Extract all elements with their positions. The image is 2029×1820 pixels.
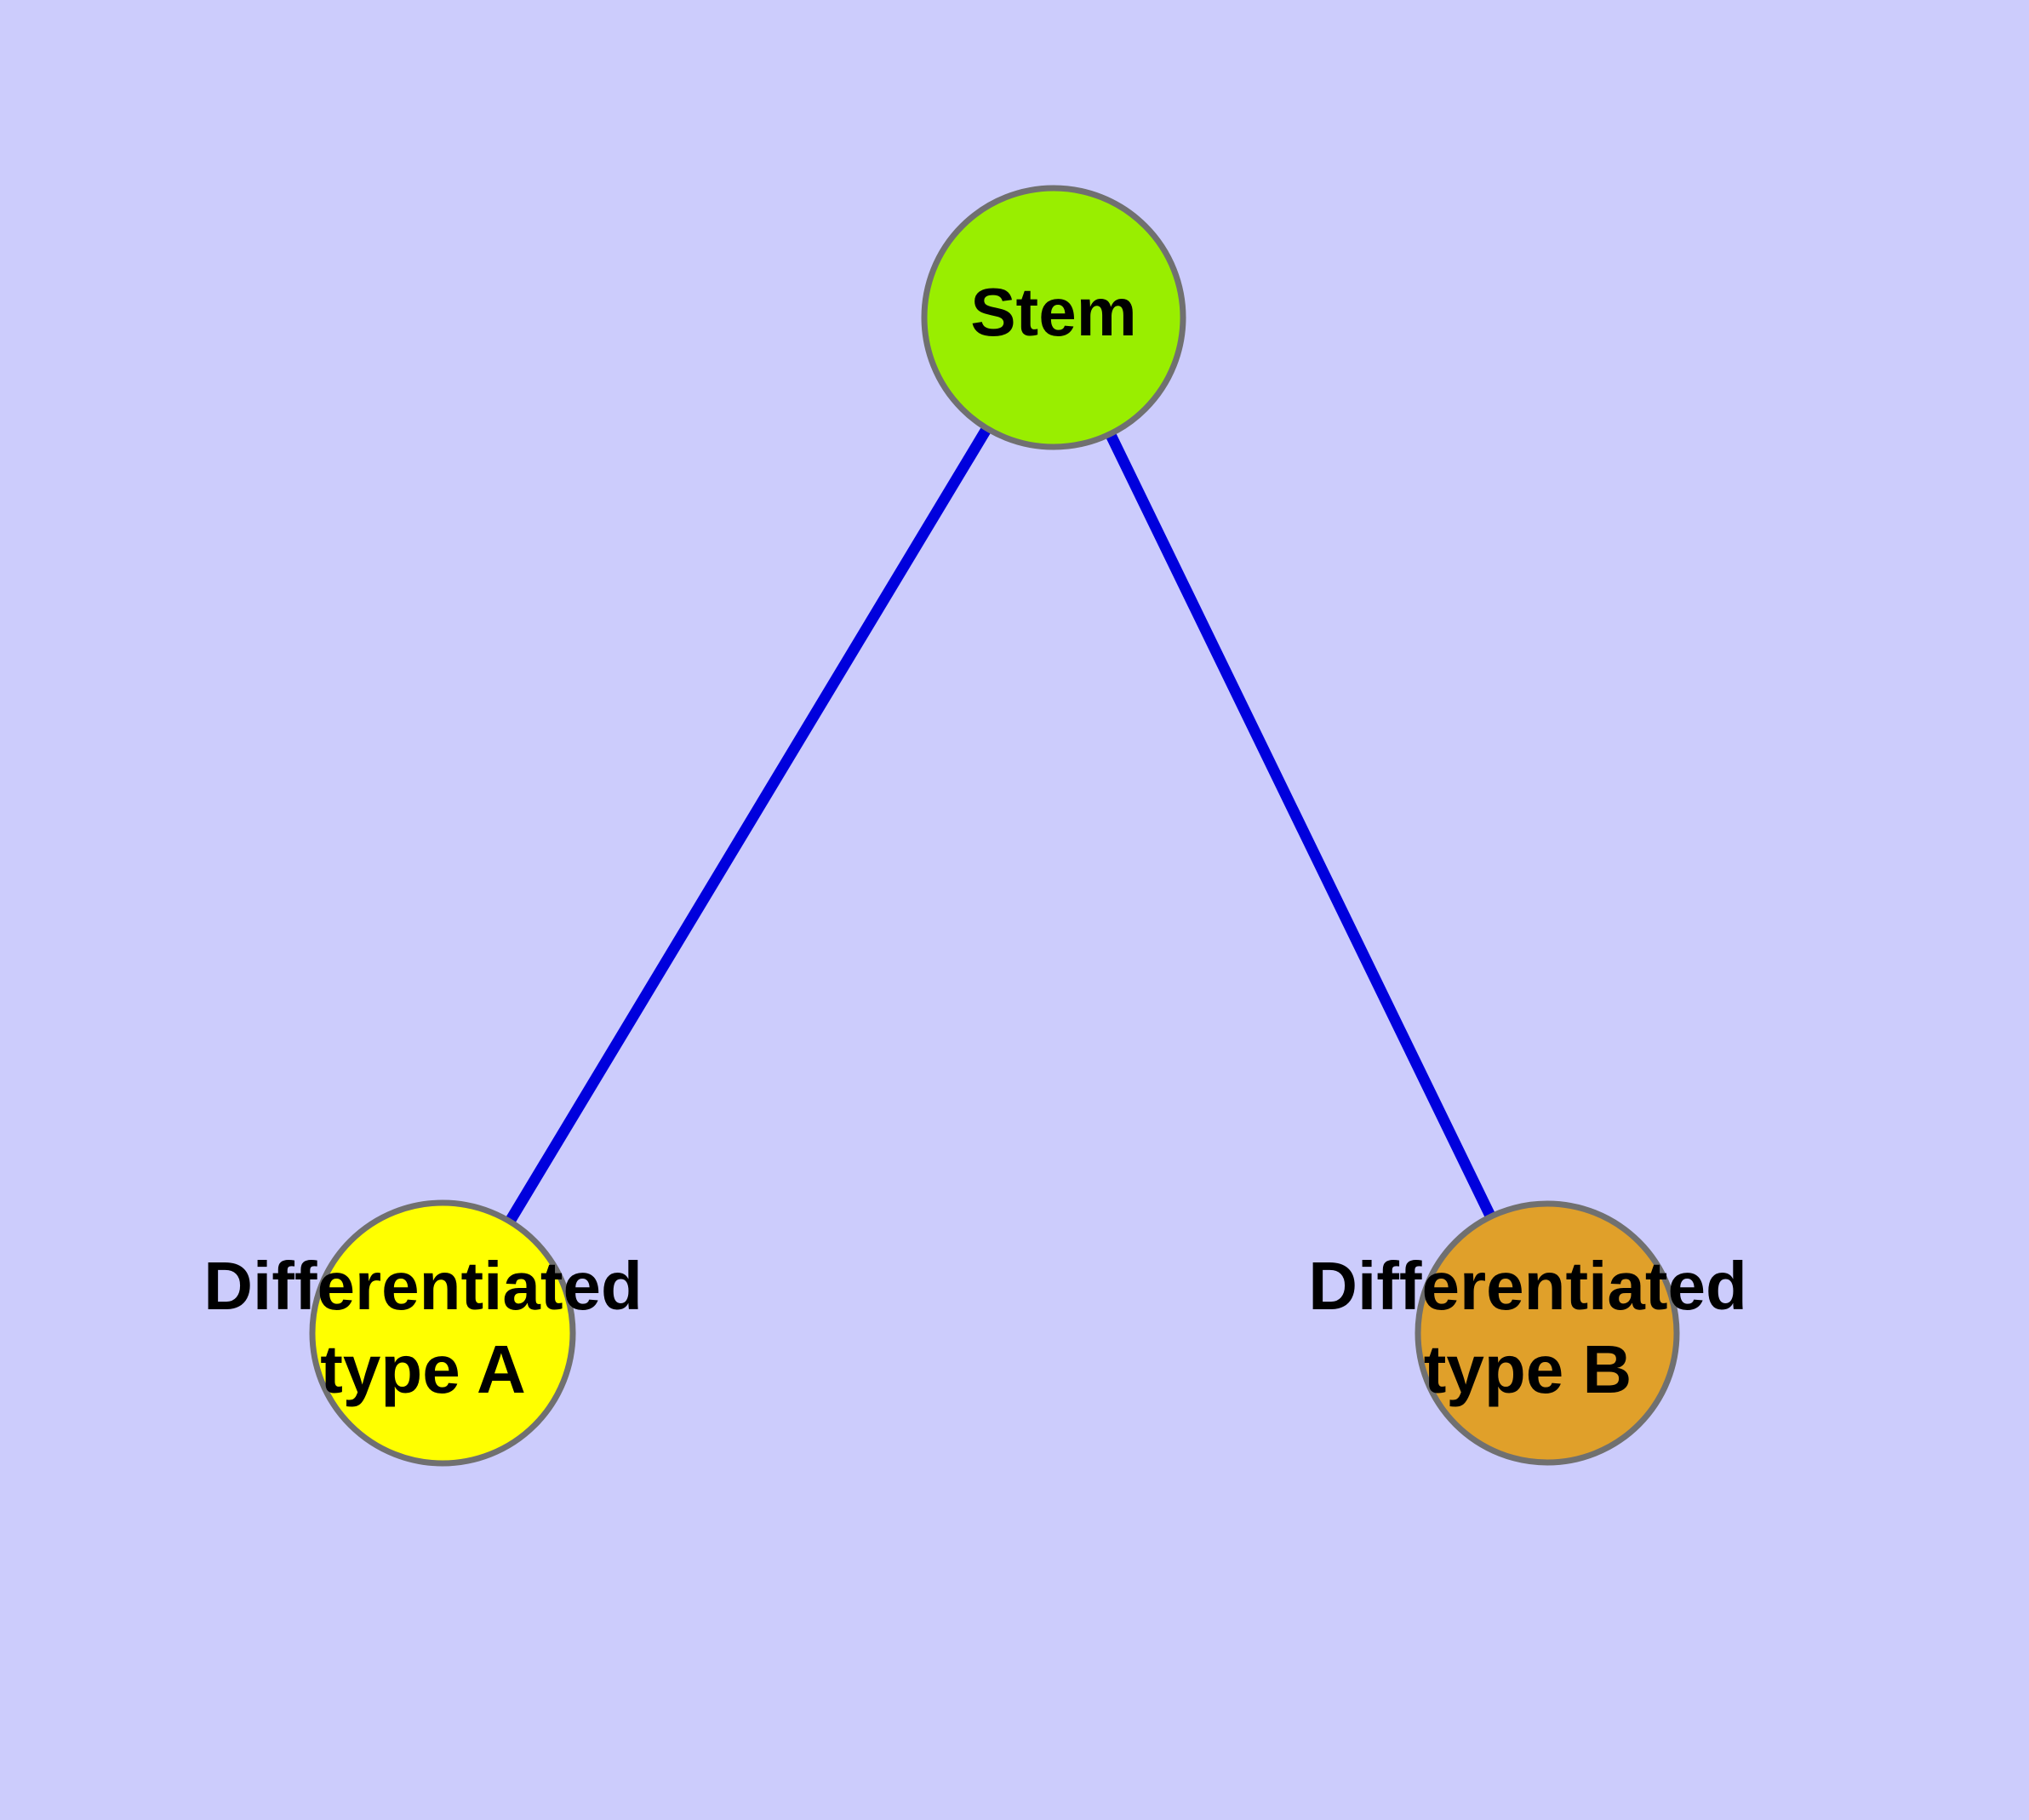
node-label-line: type A [320, 1331, 526, 1407]
node-circle-diff-b[interactable] [1415, 1200, 1680, 1466]
edge-stem-to-diff-a [504, 424, 993, 1226]
node-label-line: Differentiated [1308, 1248, 1747, 1324]
edges-layer [504, 424, 1497, 1226]
node-label-line: Differentiated [203, 1248, 643, 1324]
node-stem[interactable]: Stem [921, 185, 1186, 450]
node-label-line: Stem [970, 274, 1137, 350]
node-circle-diff-a[interactable] [309, 1199, 576, 1467]
node-label-stem: Stem [970, 274, 1137, 350]
edge-stem-to-diff-b [1104, 430, 1497, 1221]
node-circle-stem[interactable] [921, 185, 1186, 450]
node-label-line: type B [1424, 1331, 1632, 1407]
